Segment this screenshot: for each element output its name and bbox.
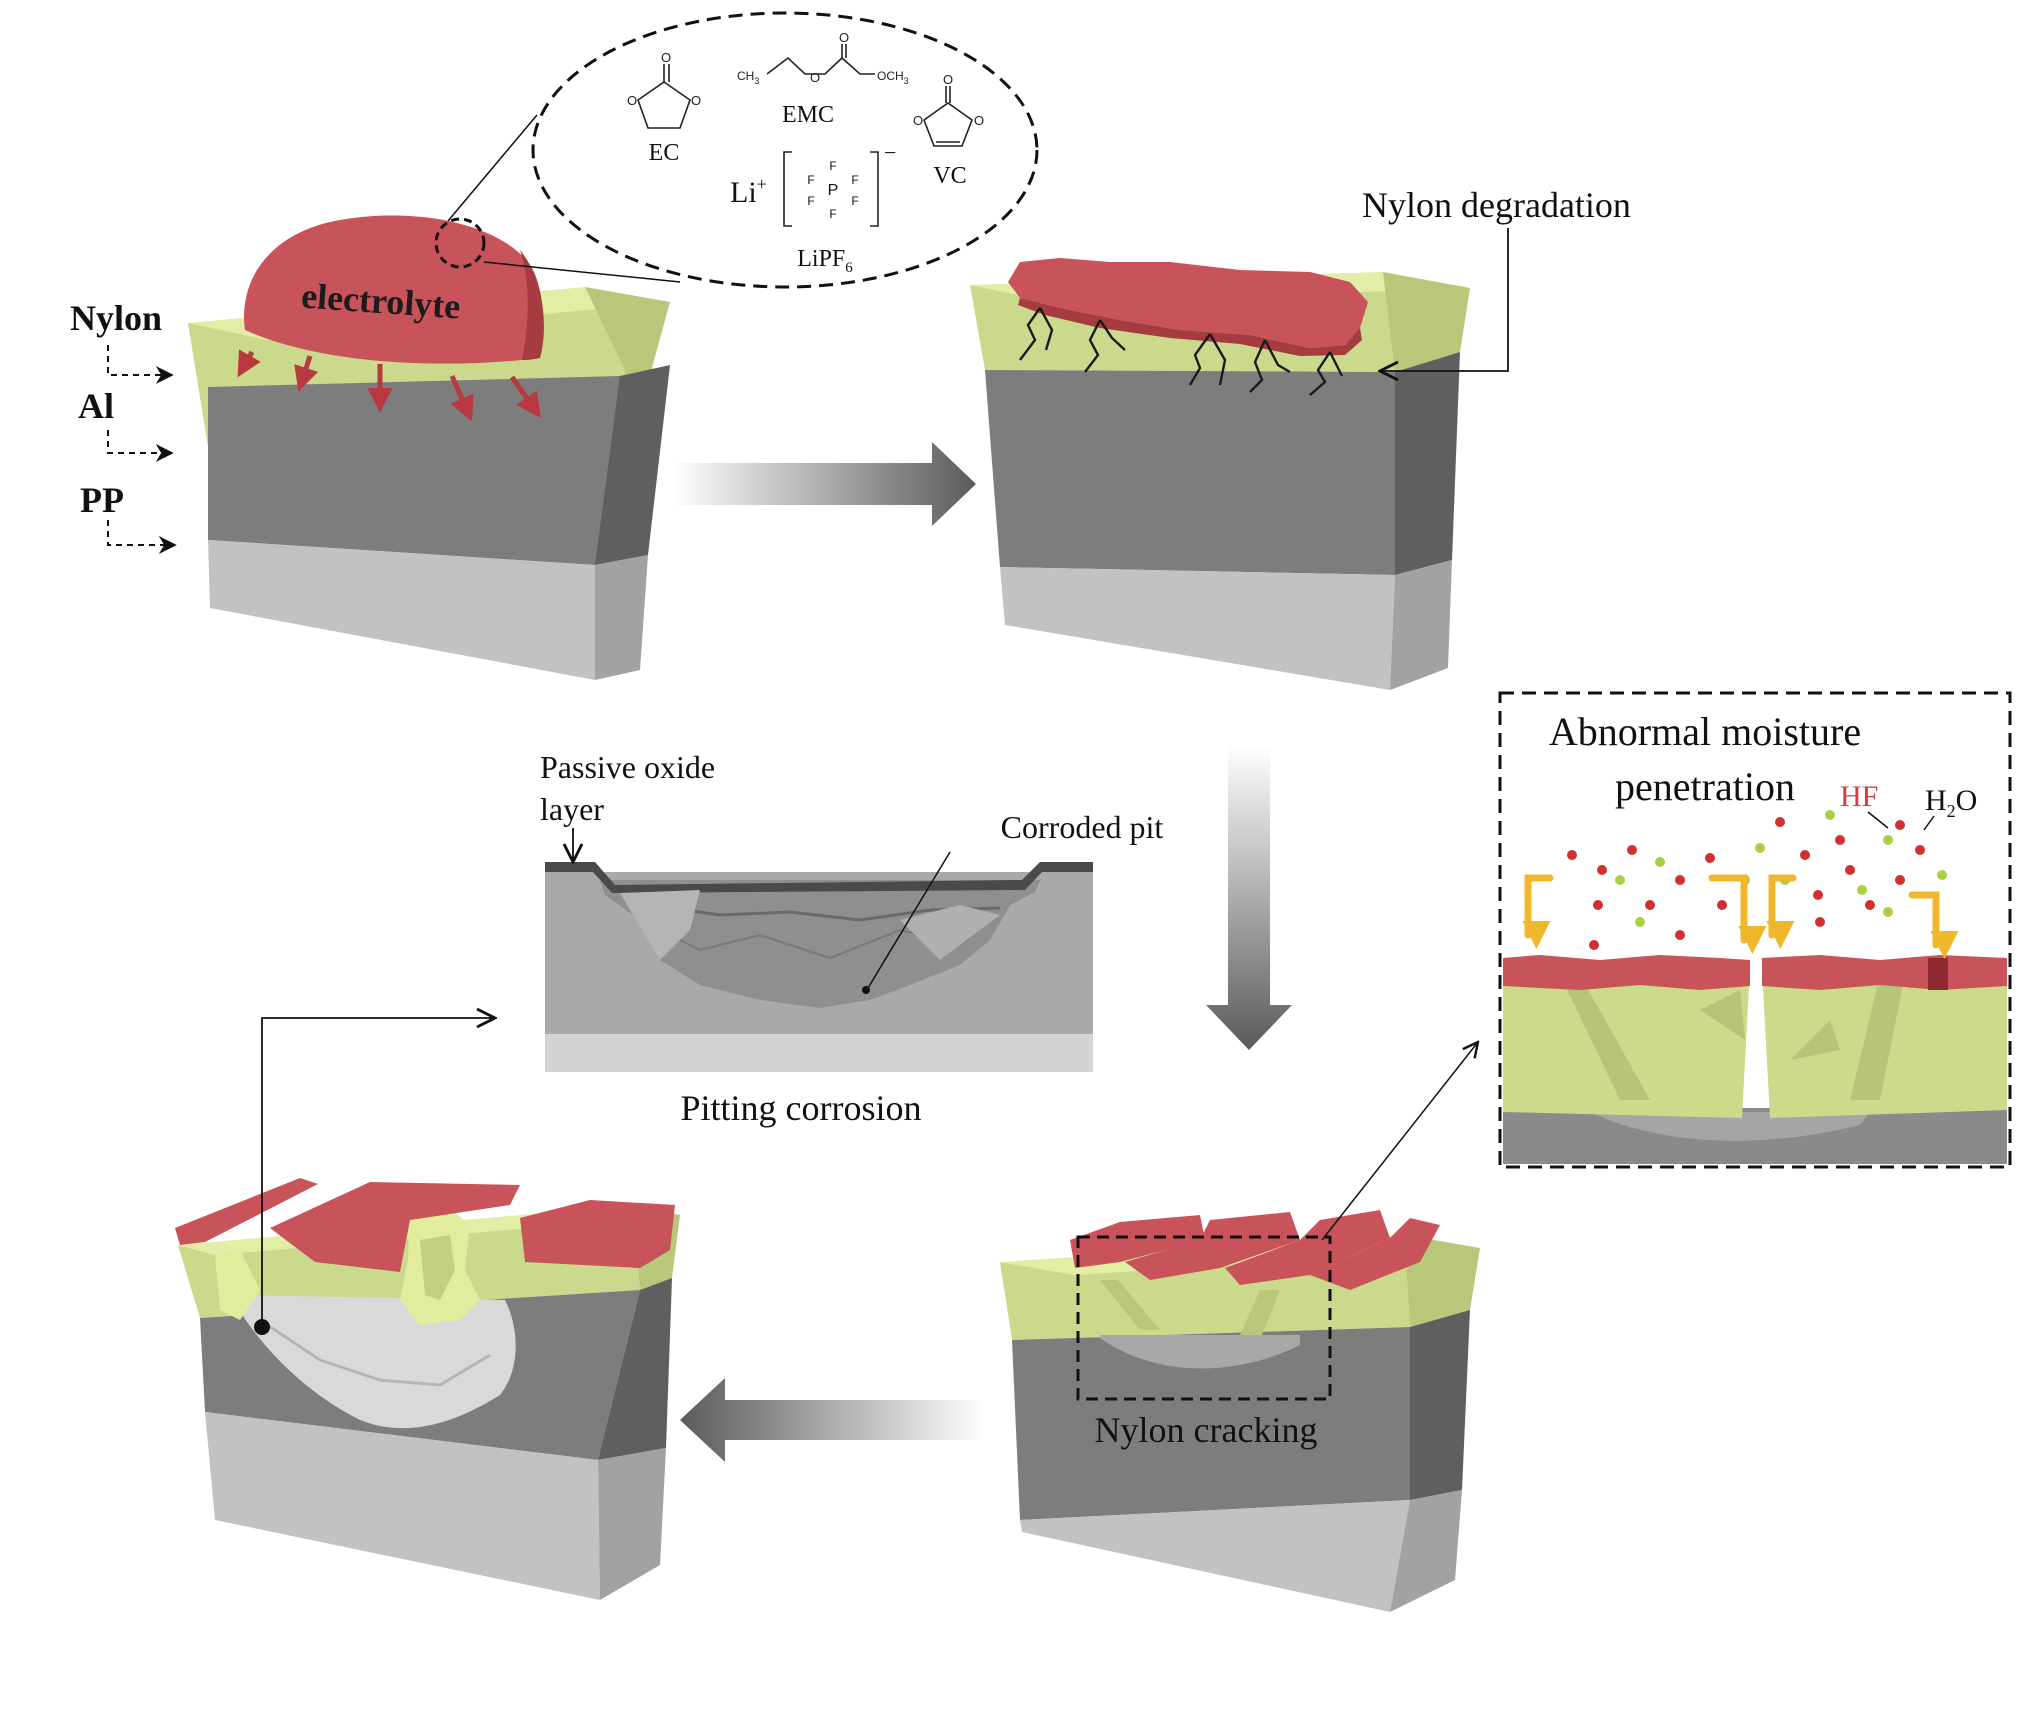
svg-text:F: F [807,194,814,208]
svg-text:O: O [913,113,923,128]
stage3-laminate-block [1000,1235,1480,1612]
passive-oxide-label-line1: Passive oxide [540,749,715,785]
molecule-lipf6: Li+ − P F F F F F F LiPF6 [730,140,896,276]
svg-text:F: F [851,194,858,208]
stage4-electrolyte-strips [175,1178,675,1272]
molecule-emc: CH3 O O OCH3 EMC [737,30,909,128]
svg-text:F: F [829,207,836,221]
corroded-pit-label: Corroded pit [1001,809,1164,845]
stage1-laminate-block [188,287,670,680]
process-arrow-right [672,442,976,526]
nylon-degradation-pointer [1380,228,1509,371]
svg-text:O: O [974,113,984,128]
pp-pointer [107,520,177,554]
svg-text:P: P [828,182,839,199]
inset-title-line2: penetration [1615,764,1795,809]
pp-front [208,540,595,680]
molecule-ec: O O O EC [627,50,701,166]
stage4-to-pitting-pointer [261,1018,495,1325]
zoom-circle [434,217,486,269]
moisture-flow-arrows [1522,874,1959,959]
hf-label: HF [1840,780,1878,813]
corroded-pit-pointer [867,851,951,989]
corroded-pit [600,880,1040,1008]
lipf6-label: LiPF6 [797,246,853,276]
nylon-cracking-label: Nylon cracking [1095,1410,1318,1450]
svg-text:O: O [810,70,820,85]
nylon-pointer [107,345,174,384]
inset-title-line1: Abnormal moisture [1549,709,1861,754]
moisture-inset: Abnormal moisture penetration HF H2O [1498,691,2012,1169]
passive-oxide-label-line2: layer [540,791,604,827]
process-arrow-down [1206,745,1292,1050]
stage4-corroded-pit [230,1295,516,1429]
nylon-cracks [1019,307,1344,396]
emc-label: EMC [782,102,834,128]
nylon-side [585,287,670,444]
electrolyte-composition-ellipse [531,11,1039,289]
svg-text:−: − [884,140,896,165]
zoom-callout [434,11,1039,289]
layer-labels: Nylon Al PP [70,298,177,554]
svg-text:O: O [839,30,849,45]
inset-nylon-left [1503,968,1750,1118]
process-arrow-left [680,1378,985,1462]
inset-electrolyte-film [1503,955,1750,990]
vc-label: VC [933,163,966,189]
pp-band [545,1032,1093,1072]
crack-zoom-box [1076,1235,1332,1401]
svg-text:OCH3: OCH3 [877,69,909,86]
cracked-electrolyte-strips [1070,1210,1440,1290]
al-front [208,376,622,565]
h2o-label: H2O [1925,784,1977,821]
svg-text:O: O [943,72,953,87]
crack-zoom-pointer [1321,1042,1478,1241]
svg-text:Li+: Li+ [730,174,767,209]
svg-text:O: O [661,50,671,65]
svg-text:CH3: CH3 [737,69,759,86]
molecule-vc: O O O VC [913,72,984,189]
svg-text:F: F [829,159,836,173]
al-side [595,365,670,565]
degraded-electrolyte-film [1008,258,1368,356]
electrolyte-droplet: electrolyte [244,215,544,364]
svg-text:F: F [807,173,814,187]
nylon-layer-label: Nylon [70,298,162,338]
penetration-arrows [237,349,541,422]
ec-label: EC [649,140,680,166]
hf-molecules [1567,817,1925,950]
al-layer-label: Al [78,386,114,426]
stage4-pit-marker [254,1319,270,1335]
passive-oxide-layer [545,862,1093,893]
svg-text:F: F [851,173,858,187]
svg-text:O: O [627,93,637,108]
pitting-corrosion-caption: Pitting corrosion [681,1088,922,1128]
pp-side [595,555,648,680]
nylon-degradation-label: Nylon degradation [1362,185,1631,225]
pp-layer-label: PP [80,480,124,520]
pitting-cross-section: Passive oxide layer Corroded pit Pitting… [540,749,1163,1128]
svg-text:O: O [691,93,701,108]
al-pointer [107,430,174,462]
